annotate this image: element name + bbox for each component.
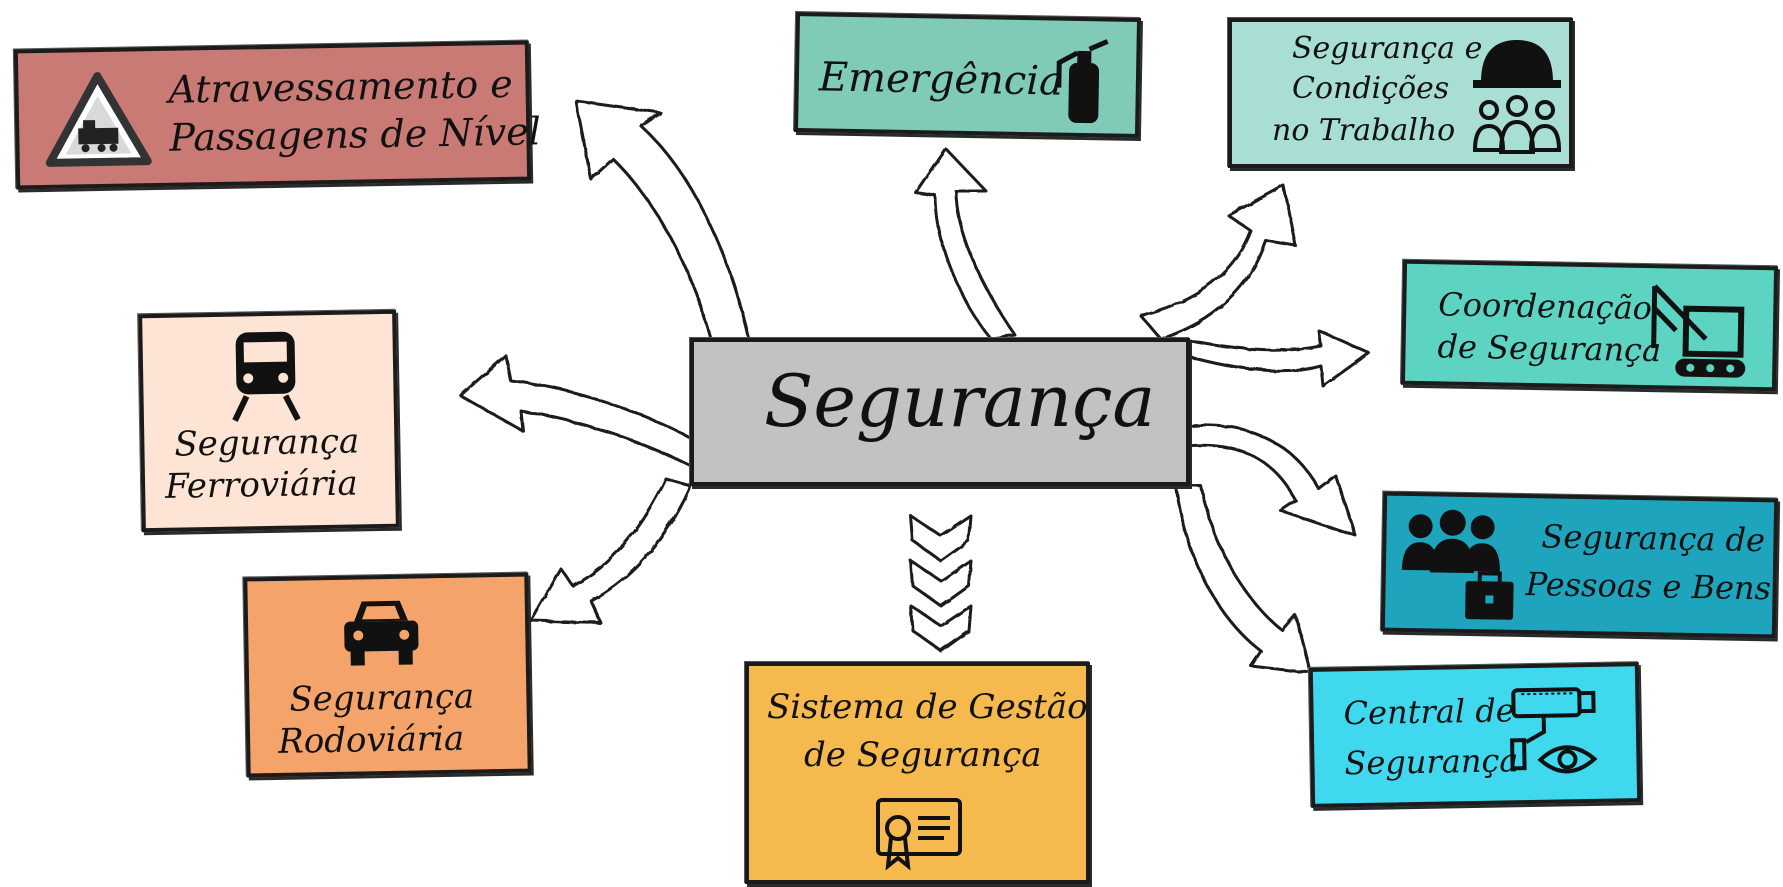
crane-icon bbox=[1651, 284, 1746, 378]
coordenacao-line1: Coordenação bbox=[1438, 285, 1653, 328]
arrow-to-ferroviaria bbox=[458, 353, 697, 467]
coordenacao-line2: de Segurança bbox=[1437, 327, 1662, 370]
train-icon bbox=[232, 331, 301, 422]
rodoviaria-line1: Segurança bbox=[289, 676, 475, 720]
ferroviaria-line2: Ferroviária bbox=[164, 463, 359, 507]
chevron-1 bbox=[908, 513, 972, 562]
arrow-to-coordenacao bbox=[1183, 328, 1370, 387]
arrow-to-pessoas bbox=[1183, 422, 1357, 537]
center-label: Segurança bbox=[764, 359, 1156, 443]
chevron-3 bbox=[908, 603, 972, 652]
pessoas-line1: Segurança de bbox=[1541, 517, 1766, 560]
emergencia-label: Emergência bbox=[818, 54, 1064, 105]
node-emergencia[interactable]: Emergência bbox=[793, 11, 1142, 139]
arrow-to-atravessamento bbox=[573, 98, 750, 340]
center-node: Segurança bbox=[690, 338, 1190, 486]
trabalho-line1: Segurança e bbox=[1292, 31, 1483, 66]
trabalho-line3: no Trabalho bbox=[1272, 113, 1456, 148]
node-coordenacao[interactable]: Coordenação de Segurança bbox=[1400, 259, 1779, 392]
level-crossing-train-icon bbox=[45, 72, 152, 167]
node-central[interactable]: Central de Segurança bbox=[1308, 662, 1642, 808]
fire-extinguisher-icon bbox=[1056, 39, 1109, 124]
gestao-line1: Sistema de Gestão bbox=[767, 687, 1088, 727]
arrow-to-rodoviaria bbox=[528, 476, 692, 624]
rodoviaria-line2: Rodoviária bbox=[277, 718, 465, 762]
gestao-line2: de Segurança bbox=[804, 735, 1042, 775]
central-line1: Central de bbox=[1343, 691, 1516, 733]
chevron-2 bbox=[908, 558, 972, 607]
certificate-icon bbox=[876, 798, 962, 871]
node-rodoviaria[interactable]: Segurança Rodoviária bbox=[243, 572, 532, 778]
node-trabalho[interactable]: Segurança e Condições no Trabalho bbox=[1228, 18, 1573, 168]
car-icon bbox=[344, 600, 419, 666]
node-atravessamento[interactable]: Atravessamento e Passagens de Nível bbox=[13, 40, 541, 190]
node-pessoas[interactable]: Segurança de Pessoas e Bens bbox=[1380, 491, 1779, 639]
atravessamento-line2: Passagens de Nível bbox=[168, 109, 542, 160]
arrow-to-trabalho bbox=[1138, 183, 1297, 340]
arrow-to-central bbox=[1173, 483, 1312, 674]
node-gestao[interactable]: Sistema de Gestão de Segurança bbox=[745, 662, 1090, 884]
pessoas-line2: Pessoas e Bens bbox=[1525, 565, 1772, 608]
arrow-to-emergencia bbox=[913, 146, 1017, 340]
ferroviaria-line1: Segurança bbox=[174, 421, 360, 465]
people-briefcase-icon bbox=[1401, 509, 1514, 620]
atravessamento-line1: Atravessamento e bbox=[168, 61, 514, 112]
central-line2: Segurança bbox=[1344, 741, 1519, 783]
hardhat-people-icon bbox=[1472, 40, 1562, 154]
cctv-eye-icon bbox=[1510, 687, 1598, 774]
trabalho-line2: Condições bbox=[1292, 71, 1450, 106]
node-ferroviaria[interactable]: Segurança Ferroviária bbox=[138, 309, 400, 533]
